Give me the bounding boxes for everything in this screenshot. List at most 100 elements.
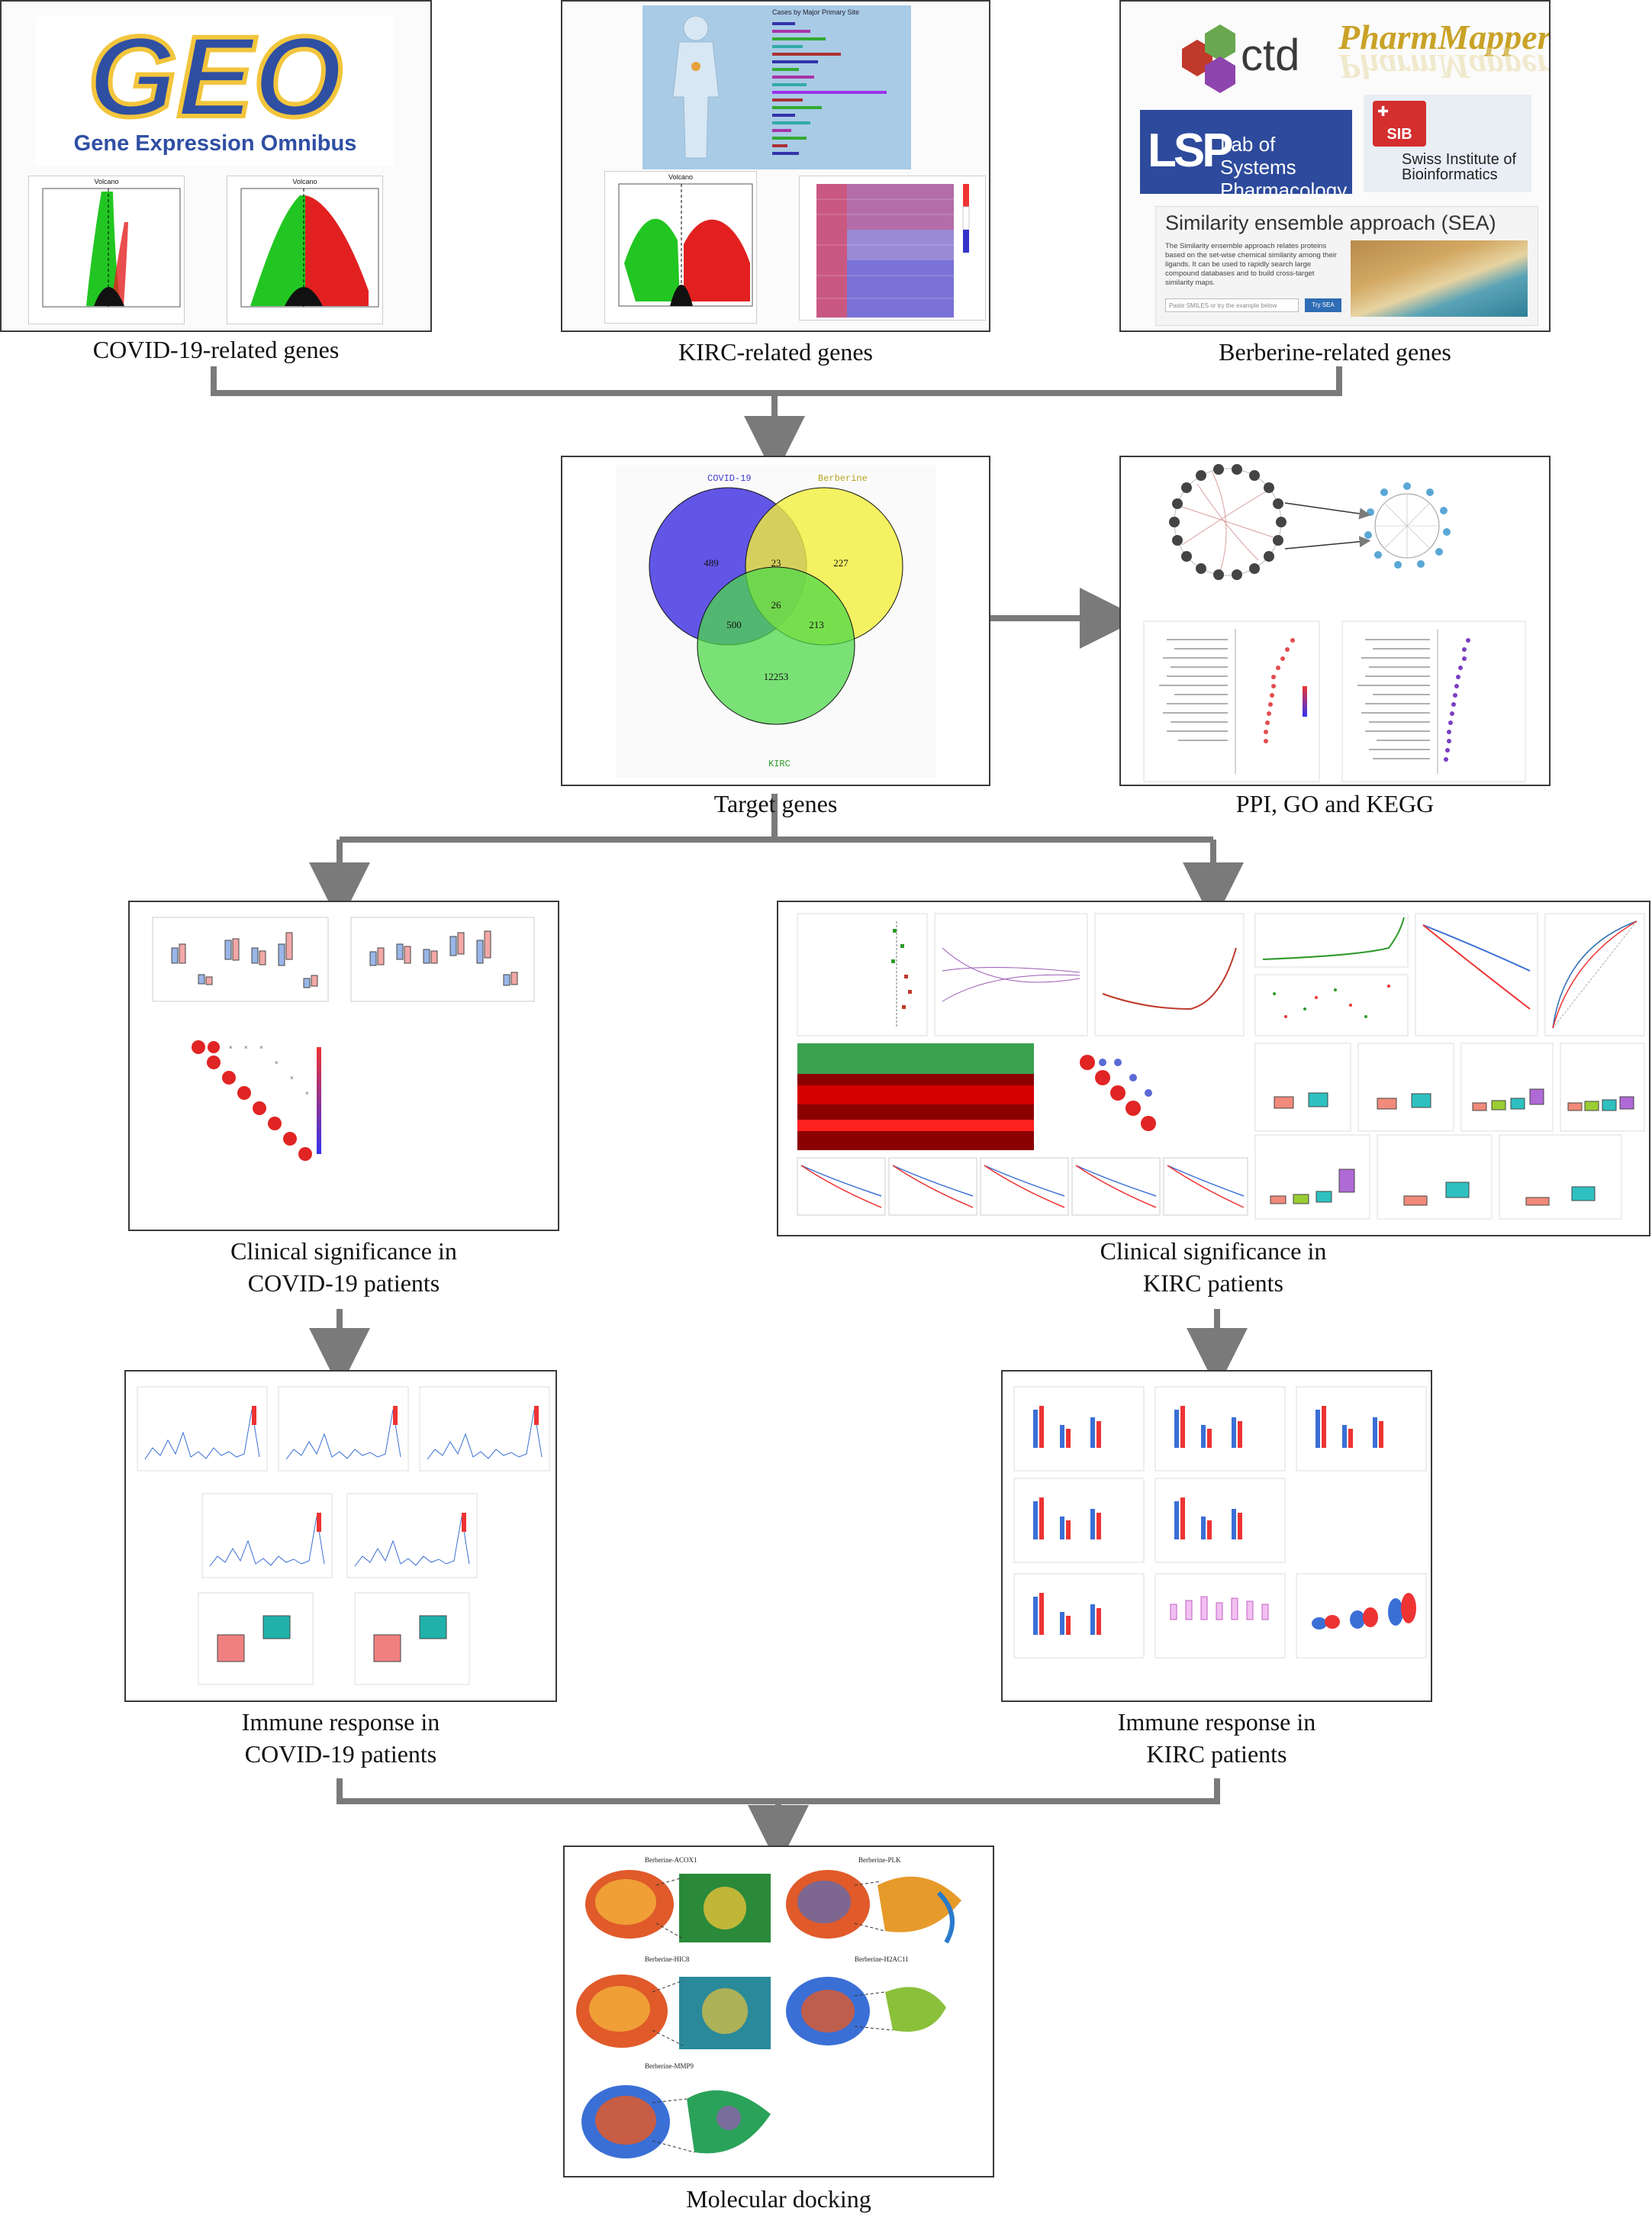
sea-beach-image	[1351, 240, 1528, 317]
try-sea-button[interactable]: Try SEA	[1305, 298, 1341, 312]
kirc-volcano-chart	[618, 183, 753, 307]
gdc-primary-site-map: Cases by Major Primary Site	[642, 5, 911, 169]
docking-panel: Berberine-ACOX1 Berberine-PLK Berberine-…	[563, 1845, 994, 2177]
map-title: Cases by Major Primary Site	[772, 8, 860, 16]
venn-circle-kirc	[697, 566, 855, 725]
immune-kirc-caption-line-1: Immune response in	[1117, 1708, 1316, 1736]
volcano-title-2: Volcano	[292, 178, 317, 185]
roc-plot	[1544, 913, 1645, 1036]
forest-plot	[797, 913, 928, 1036]
ppi-go-kegg-art	[1143, 464, 1526, 782]
docking-complex-3	[576, 1974, 771, 2049]
venn-count-covid-berberine: 23	[771, 557, 781, 569]
lsp-name: Lab of Systems Pharmacology	[1220, 133, 1352, 201]
volcano-plot-2: Volcano	[227, 176, 383, 324]
sib-logo: SIB ✚ Swiss Institute of Bioinformatics	[1364, 95, 1531, 192]
lsp-line-2: Pharmacology	[1220, 179, 1348, 201]
sib-mark: SIB	[1386, 126, 1412, 143]
risk-heatmap	[797, 1043, 1034, 1150]
sea-description: The Similarity ensemble approach relates…	[1165, 242, 1337, 287]
clin-covid-caption-line-2: COVID-19 patients	[247, 1269, 440, 1297]
immune-kirc-caption: Immune response in KIRC patients	[1001, 1706, 1432, 1770]
lsp-logo: LSP Lab of Systems Pharmacology	[1140, 110, 1352, 201]
ctd-hexagons: ctd	[1182, 24, 1299, 93]
clinical-boxplots	[1254, 1043, 1645, 1220]
docking-title-1: Berberine-ACOX1	[645, 1856, 697, 1864]
risk-km-plot	[1415, 913, 1538, 1036]
sib-name: Swiss Institute of Bioinformatics	[1402, 152, 1516, 182]
svg-text:×: ×	[244, 1044, 248, 1051]
sib-line-1: Swiss Institute of	[1402, 151, 1517, 168]
sib-badge: SIB ✚	[1373, 101, 1426, 147]
immune-kirc-caption-line-2: KIRC patients	[1146, 1740, 1287, 1768]
docking-caption: Molecular docking	[686, 2185, 871, 2213]
pharmmapper-reflection: PharmMapper	[1338, 47, 1551, 86]
clin-covid-panel: ××× ×××	[128, 901, 559, 1231]
immune-covid-panel	[124, 1370, 557, 1702]
venn-count-covid-only: 489	[704, 557, 719, 569]
ppi-go-kegg-caption: PPI, GO and KEGG	[1235, 790, 1435, 817]
venn-count-all: 26	[771, 599, 782, 611]
immune-covid-barplots	[137, 1386, 550, 1578]
ppi-network	[1169, 464, 1286, 580]
immune-kirc-violins	[1296, 1573, 1427, 1658]
venn-count-covid-kirc: 500	[726, 619, 742, 630]
kirc-heatmap-chart	[816, 184, 970, 318]
covid-genes-panel: GEO Gene Expression Omnibus Volcano Volc…	[0, 0, 432, 332]
volcano-chart-1	[42, 188, 181, 308]
svg-text:GEO: GEO	[88, 17, 342, 140]
volcano-plot-1: Volcano	[28, 176, 185, 324]
immune-covid-art	[137, 1386, 550, 1685]
correlation-matrix: ××× ×××	[192, 1040, 321, 1161]
go-dotplot	[1143, 621, 1320, 782]
venn-label-berberine: Berberine	[818, 473, 868, 484]
arrow-bottom-merge	[337, 1778, 1220, 1804]
boxplot-icu	[152, 917, 329, 1002]
kirc-genes-caption: KIRC-related genes	[678, 338, 873, 366]
clin-kirc-art	[797, 913, 1645, 1220]
clin-covid-caption-line-1: Clinical significance in	[230, 1237, 457, 1265]
kirc-genes-panel: Cases by Major Primary Site	[561, 0, 990, 332]
sea-smiles-input[interactable]: Paste SMILES or try the example below	[1165, 298, 1299, 312]
covid-genes-caption: COVID-19-related genes	[92, 336, 340, 363]
immune-covid-caption-line-2: COVID-19 patients	[244, 1740, 437, 1768]
clin-kirc-caption-line-2: KIRC patients	[1143, 1269, 1283, 1297]
sea-title: Similarity ensemble approach (SEA)	[1165, 211, 1496, 234]
kirc-volcano-title: Volcano	[668, 173, 694, 181]
sib-plus-icon: ✚	[1377, 104, 1390, 119]
docking-complex-2	[786, 1870, 961, 1944]
kirc-heatmap	[799, 176, 986, 321]
docking-complex-5	[581, 2085, 771, 2158]
svg-text:ctd: ctd	[1241, 31, 1299, 80]
docking-title-2: Berberine-PLK	[858, 1856, 901, 1864]
pharmmapper-logo: PharmMapper PharmMapper	[1338, 17, 1551, 89]
clin-kirc-caption-line-1: Clinical significance in	[1100, 1237, 1327, 1265]
lsp-mark: LSP	[1148, 124, 1234, 177]
berberine-genes-caption: Berberine-related genes	[1219, 338, 1451, 366]
risk-score-plot	[1254, 913, 1409, 1036]
arrow-split	[340, 794, 1213, 843]
geo-subtitle: Gene Expression Omnibus	[73, 131, 357, 156]
venn-count-kirc-only: 12253	[764, 671, 789, 682]
sib-line-2: Bioinformatics	[1402, 166, 1498, 183]
docking-complex-1	[585, 1870, 771, 1942]
venn-count-berberine-kirc: 213	[809, 619, 824, 630]
svg-text:×: ×	[259, 1044, 263, 1051]
lasso-cv-plot	[1094, 913, 1245, 1036]
immune-kirc-art	[1013, 1386, 1427, 1658]
immune-covid-boxplots	[198, 1592, 470, 1685]
venn-label-covid: COVID-19	[707, 473, 752, 484]
svg-text:×: ×	[275, 1059, 279, 1066]
boxplot-ventilation	[350, 917, 535, 1002]
volcano-chart-2	[240, 188, 379, 308]
immune-covid-caption-line-1: Immune response in	[241, 1708, 440, 1736]
kirc-correlation	[1080, 1055, 1156, 1131]
immune-kirc-barplots	[1013, 1386, 1427, 1658]
volcano-title-1: Volcano	[94, 178, 119, 185]
clin-covid-caption: Clinical significance in COVID-19 patien…	[128, 1235, 559, 1299]
kirc-volcano-plot: Volcano	[604, 171, 757, 324]
svg-text:×: ×	[290, 1075, 294, 1081]
geo-logo-art: GEO	[85, 10, 344, 143]
ppi-core-network	[1364, 482, 1451, 569]
